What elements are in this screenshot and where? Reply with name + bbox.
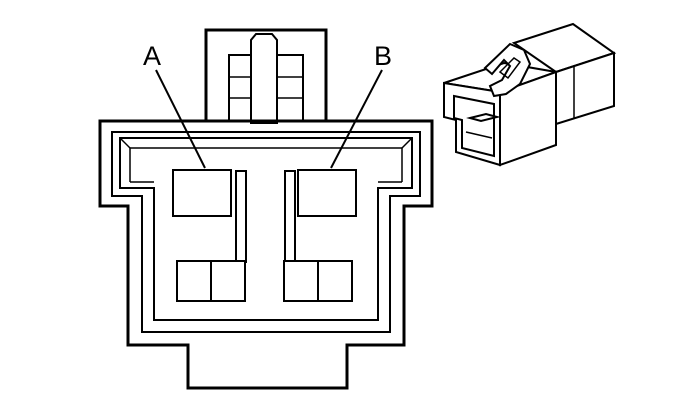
- callout-a-label: A: [143, 41, 161, 71]
- separator-post-left: [235, 170, 247, 263]
- latch-housing: [204, 28, 328, 121]
- callout-b-leader: [330, 69, 383, 169]
- connector-face: [98, 28, 434, 390]
- separator-post-right: [284, 170, 296, 263]
- lock-tab: [250, 33, 278, 124]
- iso-lock-latch-slot: [498, 57, 522, 80]
- iso-lock-latch: [483, 42, 532, 98]
- callout-a: A: [143, 41, 206, 169]
- connector-isometric: [443, 22, 617, 167]
- iso-terminal-blade: [466, 112, 501, 123]
- iso-opening-ledge: [465, 131, 493, 139]
- callout-b-label: B: [374, 41, 392, 71]
- bevel-tl: [119, 137, 131, 149]
- outer-body: [98, 119, 434, 390]
- callout-b: B: [330, 41, 392, 169]
- terminal-b-cavity: [297, 169, 357, 217]
- inner-frame: [111, 131, 421, 333]
- bevel-tr: [401, 137, 413, 149]
- callout-a-leader: [155, 69, 206, 169]
- cavity-rim: [119, 137, 413, 321]
- terminal-a-cavity: [172, 169, 232, 217]
- iso-front-opening: [453, 94, 495, 158]
